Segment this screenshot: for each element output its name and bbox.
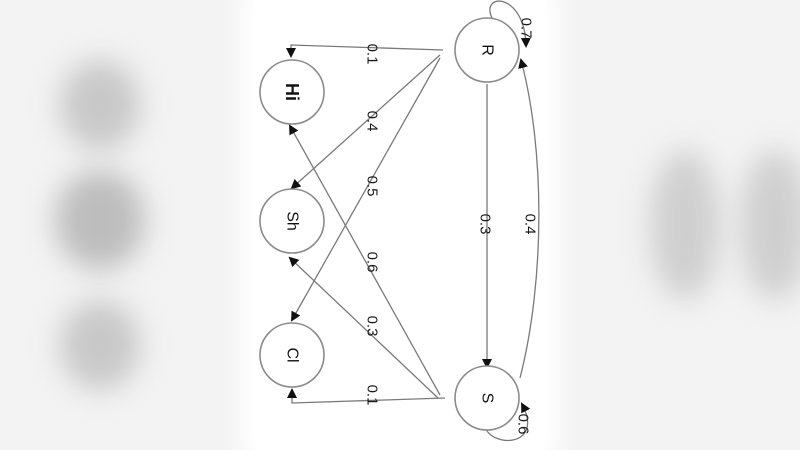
node-label-s: S — [479, 393, 496, 404]
node-hi — [259, 59, 325, 125]
edge-label-s-cl: 0.1 — [364, 385, 381, 406]
edge-label-s-sh: 0.3 — [364, 316, 381, 337]
edge-r-sh — [290, 54, 441, 190]
background-blob — [55, 170, 145, 270]
node-label-hi: Hi — [282, 83, 302, 101]
node-label-cl: Cl — [284, 347, 301, 362]
edge-label-r-sh: 0.4 — [364, 111, 381, 132]
edge-label-s-r: 0.4 — [522, 214, 539, 235]
edge-s-r — [518, 58, 540, 379]
edge-s-sh — [288, 256, 439, 399]
node-s — [454, 365, 520, 431]
edge-label-s-hi: 0.6 — [364, 252, 381, 273]
node-label-sh: Sh — [284, 211, 301, 231]
edge-r-hi — [286, 44, 444, 58]
background-blob — [650, 150, 720, 300]
edge-s-hi — [289, 124, 441, 396]
background-blob — [740, 150, 800, 300]
edge-r-r — [489, 0, 531, 48]
edge-label-r-s: 0.3 — [477, 214, 494, 235]
node-sh — [259, 188, 325, 254]
background-blob — [60, 60, 140, 150]
background-blob — [60, 300, 140, 390]
node-r — [454, 17, 520, 83]
edge-label-r-hi: 0.1 — [364, 44, 381, 65]
edge-r-cl — [291, 57, 441, 322]
edge-label-s-s: 0.6 — [515, 414, 532, 435]
node-label-r: R — [479, 44, 496, 56]
edge-s-s — [484, 402, 531, 442]
edge-s-cl — [287, 388, 446, 404]
edge-label-r-r: 0.7 — [518, 18, 535, 39]
node-cl — [259, 322, 325, 388]
edge-label-r-cl: 0.5 — [364, 176, 381, 197]
